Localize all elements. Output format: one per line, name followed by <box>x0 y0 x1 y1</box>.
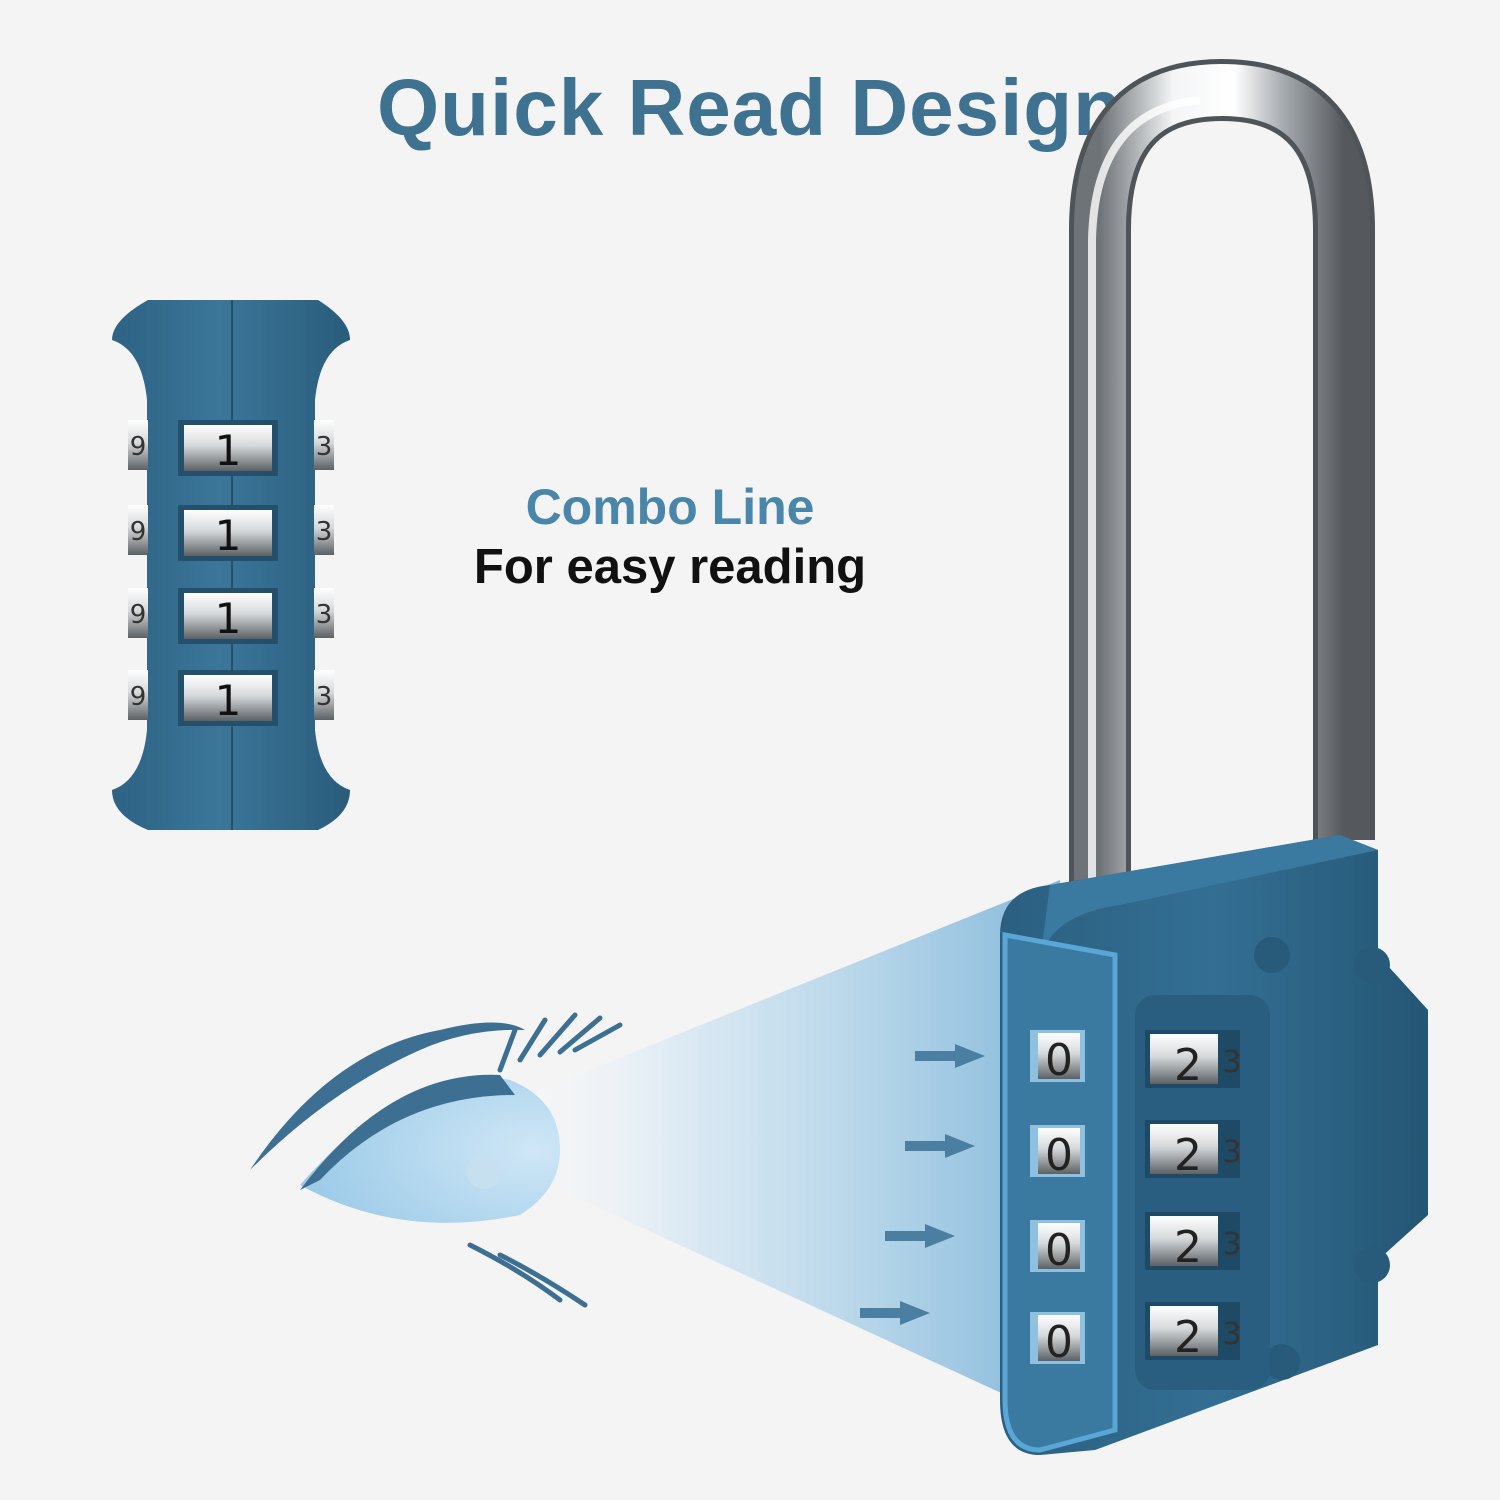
front-dial-row: 0 2 3 <box>1030 1030 1242 1091</box>
barrel-dial-digit: 1 <box>215 676 242 725</box>
front-dial-row: 0 2 3 <box>1030 1120 1242 1181</box>
barrel-dial-right-digit: 3 <box>316 682 333 712</box>
dial-barrel-detail: 9 1 3 9 1 3 9 1 3 9 <box>112 300 350 830</box>
barrel-dial-digit: 1 <box>215 426 242 475</box>
arrow-icon <box>885 1224 955 1248</box>
front-dial-digit: 0 <box>1045 1225 1073 1276</box>
barrel-dial-left-digit: 9 <box>130 432 147 462</box>
front-dial-digit: 0 <box>1045 1035 1073 1086</box>
front-dials: 0 2 3 0 2 3 0 2 3 0 <box>1030 1030 1242 1368</box>
front-dial-digit: 0 <box>1045 1130 1073 1181</box>
eye-icon <box>250 1012 623 1308</box>
callout-title: Combo Line <box>525 479 815 535</box>
side-dial-edge-digit: 3 <box>1222 1135 1241 1170</box>
lock-shackle <box>1069 58 1375 890</box>
barrel-dial-row: 9 1 3 <box>128 588 334 644</box>
arrow-icon <box>860 1301 930 1325</box>
barrel-dial-row: 9 1 3 <box>128 505 334 561</box>
arrow-icons <box>860 1044 985 1325</box>
side-dial-digit: 2 <box>1174 1222 1202 1273</box>
barrel-dial-digit: 1 <box>215 511 242 560</box>
barrel-dial-row: 9 1 3 <box>128 670 334 726</box>
barrel-dial-left-digit: 9 <box>130 600 147 630</box>
headline: Quick Read Design <box>376 63 1124 152</box>
side-dial-digit: 2 <box>1174 1312 1202 1363</box>
barrel-dial-left-digit: 9 <box>130 682 147 712</box>
arrow-icon <box>915 1044 985 1068</box>
front-dial-row: 0 2 3 <box>1030 1212 1242 1276</box>
barrel-dial-right-digit: 3 <box>316 432 333 462</box>
side-dial-digit: 2 <box>1174 1130 1202 1181</box>
front-dial-row: 0 2 3 <box>1030 1302 1242 1368</box>
side-dial-edge-digit: 3 <box>1222 1045 1241 1080</box>
vision-beam <box>490 880 1060 1420</box>
barrel-dial-left-digit: 9 <box>130 517 147 547</box>
callout-subtitle: For easy reading <box>473 540 867 594</box>
arrow-icon <box>905 1134 975 1158</box>
side-dial-digit: 2 <box>1174 1040 1202 1091</box>
side-dial-edge-digit: 3 <box>1222 1317 1241 1352</box>
barrel-dial-row: 9 1 3 <box>128 420 334 476</box>
combo-line-callout: Combo Line For easy reading <box>420 478 920 598</box>
barrel-dial-right-digit: 3 <box>316 600 333 630</box>
barrel-dial-digit: 1 <box>215 594 242 643</box>
front-dial-digit: 0 <box>1045 1317 1073 1368</box>
side-dial-edge-digit: 3 <box>1222 1227 1241 1262</box>
barrel-dial-right-digit: 3 <box>316 517 333 547</box>
